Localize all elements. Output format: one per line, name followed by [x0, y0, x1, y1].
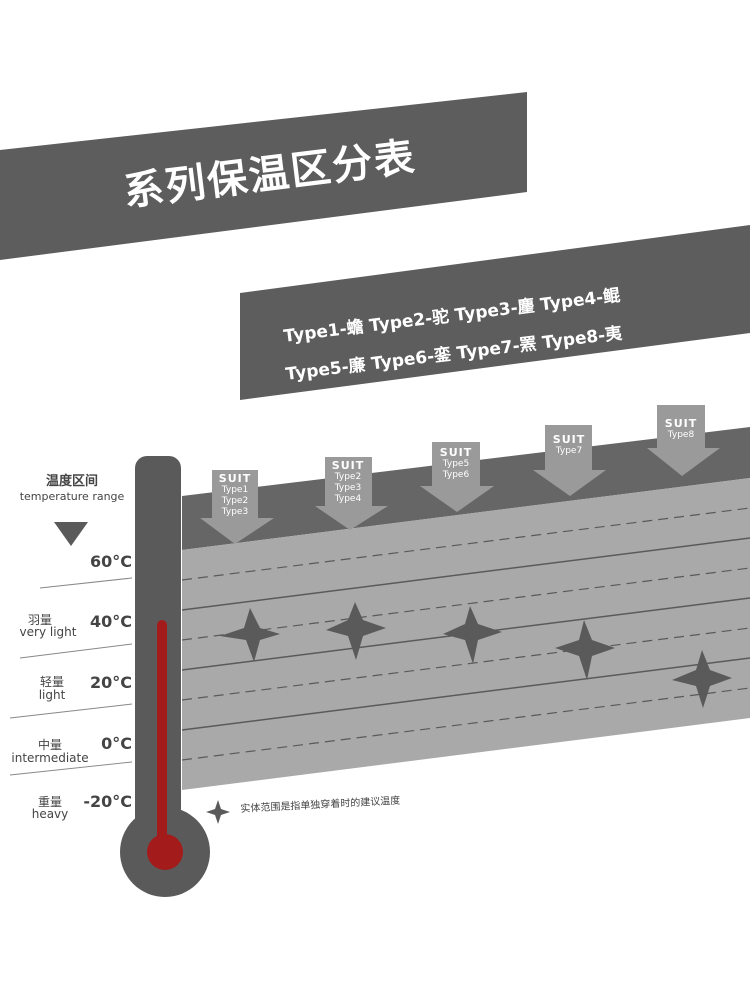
suit-group-3: SUIT Type5 Type6 [431, 446, 481, 481]
range-title-cn: 温度区间 [45, 474, 98, 489]
suit-label: SUIT [664, 417, 698, 430]
suit-type: Type3 [221, 507, 249, 517]
range-title-en: temperature range [19, 490, 125, 503]
mercury-bulb [147, 834, 183, 870]
thermometer-mercury [157, 620, 167, 850]
zone-heavy-en: heavy [31, 807, 69, 821]
suit-type: Type6 [442, 470, 470, 480]
suit-type: Type4 [334, 494, 362, 504]
suit-type: Type5 [442, 459, 470, 469]
temp-label-20: 20°C [89, 673, 132, 692]
suit-group-1: SUIT Type1 Type2 Type3 [210, 472, 260, 518]
temp-label-minus20: -20°C [83, 792, 132, 811]
scale-lines [9, 577, 133, 776]
triangle-down-icon [54, 522, 88, 546]
four-point-star-icon [326, 602, 386, 660]
temp-label-40: 40°C [89, 612, 132, 631]
zone-light-cn: 轻量 [39, 675, 64, 689]
temp-label-0: 0°C [101, 734, 132, 753]
suit-type: Type2 [221, 496, 249, 506]
zone-intermediate-en: intermediate [11, 751, 89, 765]
suit-group-5: SUIT Type8 [656, 417, 706, 441]
suit-type: Type2 [334, 472, 362, 482]
suit-arrow-3 [420, 442, 494, 512]
zone-very-light-cn: 羽量 [27, 613, 52, 627]
four-point-star-icon [555, 620, 615, 680]
zone-heavy-cn: 重量 [37, 795, 62, 809]
rating-stars [220, 602, 732, 708]
types-banner [240, 225, 750, 400]
four-point-star-icon [443, 606, 502, 664]
suit-type: Type1 [221, 485, 249, 495]
suit-group-2: SUIT Type2 Type3 Type4 [323, 459, 373, 505]
four-point-star-icon [220, 608, 280, 662]
title-banner [0, 92, 527, 260]
suit-arrow-4 [533, 425, 606, 496]
suit-group-4: SUIT Type7 [544, 433, 594, 457]
four-point-star-icon [672, 650, 732, 708]
suit-arrows [200, 405, 720, 544]
suit-label: SUIT [218, 472, 252, 485]
zone-intermediate-cn: 中量 [37, 738, 62, 752]
suit-type: Type8 [667, 430, 695, 440]
suit-type: Type7 [555, 446, 583, 456]
suit-arrow-2 [315, 457, 388, 530]
suit-label: SUIT [439, 446, 473, 459]
zone-light-en: light [38, 688, 66, 702]
temp-label-60: 60°C [89, 552, 132, 571]
suit-arrow-5 [647, 405, 720, 476]
suit-arrow-1 [200, 470, 274, 544]
suit-label: SUIT [331, 459, 365, 472]
four-point-star-icon [206, 800, 230, 824]
suit-label: SUIT [552, 433, 586, 446]
suit-type: Type3 [334, 483, 362, 493]
zone-very-light-en: very light [19, 625, 77, 639]
